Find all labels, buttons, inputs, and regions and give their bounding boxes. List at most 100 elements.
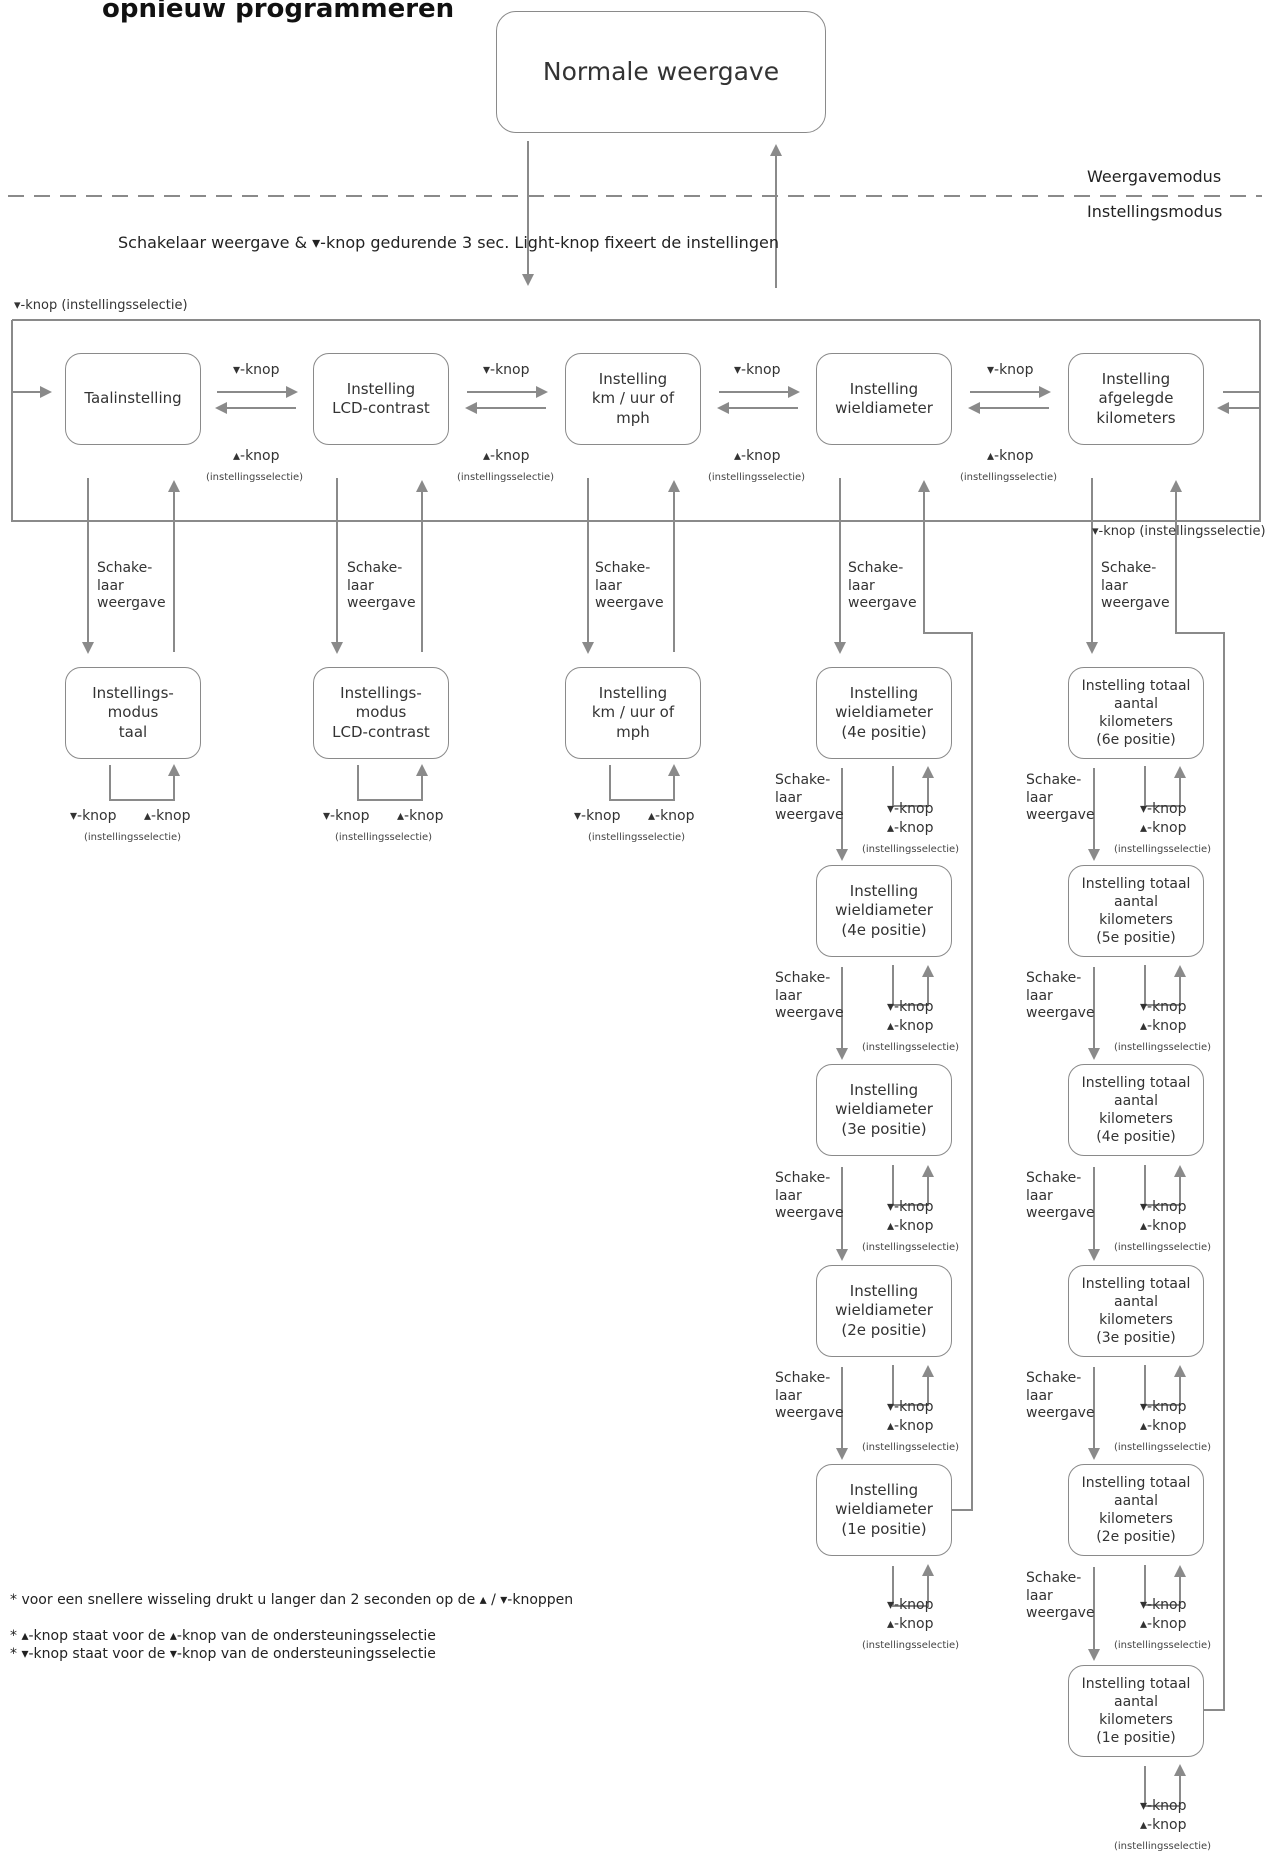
sub-down-knop-3: ▾-knop (574, 808, 621, 824)
connector-48 (1144, 1764, 1186, 1807)
connector-41 (1144, 965, 1186, 1006)
km-box-3: Instelling totaal aantal kilometers (4e … (1068, 1064, 1204, 1156)
footnote-2: * ▴-knop staat voor de ▴-knop van de ond… (10, 1628, 436, 1644)
switch-label-col1: Schake- laar weergave (97, 560, 166, 611)
down-knop-label-4: ▾-knop (987, 362, 1034, 378)
normal-display-box: Normale weergave (496, 11, 826, 133)
switch-label-col4: Schake- laar weergave (848, 560, 917, 611)
wheel-switch-label-3: Schake- laar weergave (775, 1170, 844, 1221)
main-box-lcd-contrast: Instelling LCD-contrast (313, 353, 449, 445)
wheel-switch-label-2: Schake- laar weergave (775, 970, 844, 1021)
km-selection-2: (instellingsselectie) (1114, 1042, 1212, 1053)
connector-39 (1144, 766, 1186, 807)
km-down-knop-5: ▾-knop (1140, 1597, 1187, 1613)
connector-34 (892, 1365, 934, 1406)
main-box-distance: Instelling afgelegde kilometers (1068, 353, 1204, 445)
wheel-switch-label-4: Schake- laar weergave (775, 1370, 844, 1421)
wheel-up-knop-2: ▴-knop (887, 1018, 934, 1034)
km-selection-4: (instellingsselectie) (1114, 1442, 1212, 1453)
km-down-knop-3: ▾-knop (1140, 1199, 1187, 1215)
km-selection-1: (instellingsselectie) (1114, 844, 1212, 855)
wheel-up-knop-4: ▴-knop (887, 1418, 934, 1434)
mode-display-label: Weergavemodus (1087, 167, 1222, 186)
km-down-knop-2: ▾-knop (1140, 999, 1187, 1015)
sub-selection-3: (instellingsselectie) (588, 832, 686, 843)
connector-37 (1170, 480, 1225, 1711)
connector-32 (892, 1165, 934, 1206)
km-down-knop-1: ▾-knop (1140, 801, 1187, 817)
sub-box-language-mode: Instellings- modus taal (65, 667, 201, 759)
main-box-wheel-diameter: Instelling wieldiameter (816, 353, 952, 445)
km-box-1: Instelling totaal aantal kilometers (6e … (1068, 667, 1204, 759)
wheel-switch-label-1: Schake- laar weergave (775, 772, 844, 823)
sub-up-knop-2: ▴-knop (397, 808, 444, 824)
connector-30 (892, 965, 934, 1006)
connector-21 (357, 764, 428, 801)
km-up-knop-2: ▴-knop (1140, 1018, 1187, 1034)
up-knop-label-1: ▴-knop (233, 448, 280, 464)
wheel-box-1: Instelling wieldiameter (4e positie) (816, 667, 952, 759)
wheel-selection-3: (instellingsselectie) (862, 1242, 960, 1253)
sub-box-lcd-mode: Instellings- modus LCD-contrast (313, 667, 449, 759)
wheel-selection-1: (instellingsselectie) (862, 844, 960, 855)
connector-24 (609, 764, 680, 801)
mode-settings-label: Instellingsmodus (1087, 202, 1223, 221)
sub-selection-2: (instellingsselectie) (335, 832, 433, 843)
selection-label-4: (instellingsselectie) (960, 472, 1058, 483)
sub-box-speed-unit: Instelling km / uur of mph (565, 667, 701, 759)
footnote-1: * voor een snellere wisseling drukt u la… (10, 1592, 574, 1608)
km-selection-6: (instellingsselectie) (1114, 1841, 1212, 1852)
down-knop-label-2: ▾-knop (483, 362, 530, 378)
wheel-selection-2: (instellingsselectie) (862, 1042, 960, 1053)
selection-label-3: (instellingsselectie) (708, 472, 806, 483)
main-box-speed-unit: Instelling km / uur of mph (565, 353, 701, 445)
sub-up-knop-3: ▴-knop (648, 808, 695, 824)
connector-35 (892, 1564, 934, 1607)
main-box-language: Taalinstelling (65, 353, 201, 445)
switch-label-col5: Schake- laar weergave (1101, 560, 1170, 611)
sub-up-knop-1: ▴-knop (144, 808, 191, 824)
wheel-down-knop-3: ▾-knop (887, 1199, 934, 1215)
km-down-knop-6: ▾-knop (1140, 1798, 1187, 1814)
up-knop-label-3: ▴-knop (734, 448, 781, 464)
km-box-4: Instelling totaal aantal kilometers (3e … (1068, 1265, 1204, 1357)
km-up-knop-3: ▴-knop (1140, 1218, 1187, 1234)
km-switch-label-1: Schake- laar weergave (1026, 772, 1095, 823)
km-switch-label-3: Schake- laar weergave (1026, 1170, 1095, 1221)
switch-label-col2: Schake- laar weergave (347, 560, 416, 611)
entry-instruction: Schakelaar weergave & ▾-knop gedurende 3… (118, 233, 779, 252)
km-up-knop-6: ▴-knop (1140, 1817, 1187, 1833)
sub-down-knop-2: ▾-knop (323, 808, 370, 824)
sub-down-knop-1: ▾-knop (70, 808, 117, 824)
wheel-box-4: Instelling wieldiameter (2e positie) (816, 1265, 952, 1357)
km-selection-5: (instellingsselectie) (1114, 1640, 1212, 1651)
km-switch-label-4: Schake- laar weergave (1026, 1370, 1095, 1421)
km-down-knop-4: ▾-knop (1140, 1399, 1187, 1415)
down-knop-label-1: ▾-knop (233, 362, 280, 378)
connector-43 (1144, 1165, 1186, 1206)
sub-selection-1: (instellingsselectie) (84, 832, 182, 843)
km-box-2: Instelling totaal aantal kilometers (5e … (1068, 865, 1204, 957)
km-up-knop-5: ▴-knop (1140, 1616, 1187, 1632)
up-knop-label-4: ▴-knop (987, 448, 1034, 464)
down-knop-label-3: ▾-knop (734, 362, 781, 378)
wheel-down-knop-2: ▾-knop (887, 999, 934, 1015)
wheel-up-knop-5: ▴-knop (887, 1616, 934, 1632)
selection-label-2: (instellingsselectie) (457, 472, 555, 483)
wheel-box-5: Instelling wieldiameter (1e positie) (816, 1464, 952, 1556)
top-down-knop-selection: ▾-knop (instellingsselectie) (14, 298, 188, 313)
km-box-6: Instelling totaal aantal kilometers (1e … (1068, 1665, 1204, 1757)
wheel-down-knop-1: ▾-knop (887, 801, 934, 817)
wheel-box-2: Instelling wieldiameter (4e positie) (816, 865, 952, 957)
km-up-knop-4: ▴-knop (1140, 1418, 1187, 1434)
connector-47 (1144, 1565, 1186, 1606)
footnote-3: * ▾-knop staat voor de ▾-knop van de ond… (10, 1646, 436, 1662)
wheel-up-knop-3: ▴-knop (887, 1218, 934, 1234)
wheel-box-3: Instelling wieldiameter (3e positie) (816, 1064, 952, 1156)
km-selection-3: (instellingsselectie) (1114, 1242, 1212, 1253)
connector-26 (918, 480, 973, 1511)
connector-45 (1144, 1365, 1186, 1406)
page-heading: opnieuw programmeren (102, 0, 455, 24)
switch-label-col3: Schake- laar weergave (595, 560, 664, 611)
